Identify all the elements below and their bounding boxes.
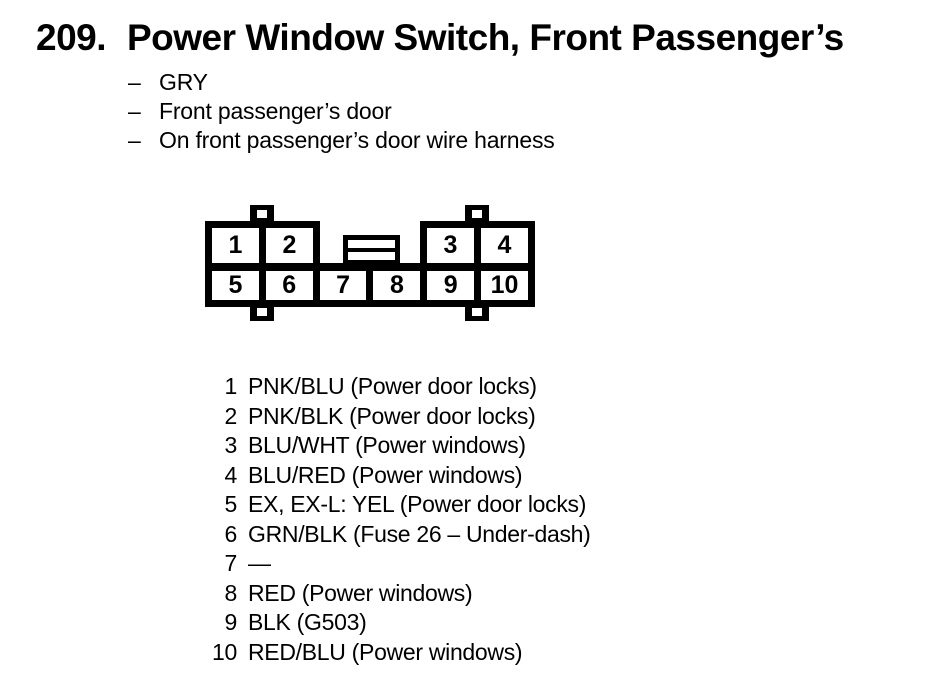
connector-pin-cell-7: 7 [320,271,374,300]
tab-hole [472,210,482,218]
section-number: 209. [36,17,107,58]
note-text: GRY [159,69,208,95]
pin-number: 6 [224,520,238,547]
pin-description: RED (Power windows) [248,579,473,606]
pin-number: 10 [212,638,237,665]
connector-block-top-left: 1 2 [205,221,320,263]
pin-row: 10 RED/BLU (Power windows) [200,638,591,668]
connector-block-top-right: 3 4 [420,221,535,263]
pin-number: 1 [224,373,238,399]
note-item: – Front passenger’s door [128,97,555,126]
tab-hole [257,210,267,218]
pin-description: PNK/BLU (Power door locks) [248,373,537,399]
pin-number: 8 [224,579,238,606]
pin-number: 5 [224,491,238,517]
note-item: – On front passenger’s door wire harness [128,126,555,155]
pin-row: 2 PNK/BLK (Power door locks) [200,402,591,432]
pin-description: GRN/BLK (Fuse 26 – Under-dash) [248,520,591,547]
pin-row: 3 BLU/WHT (Power windows) [200,431,591,461]
bullet-dash: – [128,98,141,124]
connector-latch [343,235,400,264]
pin-row: 1 PNK/BLU (Power door locks) [200,372,591,402]
pin-row: 7 — [200,549,591,579]
pin-list: 1 PNK/BLU (Power door locks) 2 PNK/BLK (… [200,372,591,667]
connector-pin-cell-2: 2 [282,231,297,259]
pin-description: EX, EX-L: YEL (Power door locks) [248,491,587,517]
pin-row: 9 BLK (G503) [200,608,591,638]
pin-description: PNK/BLK (Power door locks) [248,402,536,429]
connector-bottom-row: 5 6 7 8 9 10 [205,263,535,307]
connector-pin-cell-1: 1 [212,228,266,263]
pin-number: 7 [224,550,238,576]
pin-row: 5 EX, EX-L: YEL (Power door locks) [200,490,591,520]
tab-hole [472,308,482,316]
pin-number: 9 [224,609,238,635]
pin-row: 8 RED (Power windows) [200,579,591,609]
pin-description: BLU/WHT (Power windows) [248,432,526,458]
page-title: Power Window Switch, Front Passenger’s [127,17,844,58]
pin-row: 6 GRN/BLK (Fuse 26 – Under-dash) [200,520,591,550]
note-text: On front passenger’s door wire harness [159,127,555,153]
connector-notes: – GRY – Front passenger’s door – On fron… [128,68,555,155]
note-item: – GRY [128,68,555,97]
pin-description: RED/BLU (Power windows) [248,638,523,665]
bullet-dash: – [128,127,141,153]
note-text: Front passenger’s door [159,98,392,124]
pin-number: 4 [224,461,238,488]
connector-pin-cell-9: 9 [427,271,482,300]
pin-description: BLK (G503) [248,609,367,635]
pin-row: 4 BLU/RED (Power windows) [200,461,591,491]
section-header: 209. Power Window Switch, Front Passenge… [36,18,844,58]
pin-number: 2 [224,402,238,429]
connector-pin-cell-4: 4 [497,231,512,259]
connector-diagram: 1 2 3 4 5 6 7 8 9 10 [205,205,535,321]
connector-pin-cell-8: 8 [373,271,428,300]
pin-description: BLU/RED (Power windows) [248,461,523,488]
connector-pin-cell-5: 5 [212,271,266,300]
connector-pin-cell-6: 6 [266,271,320,300]
connector-pin-cell-10: 10 [490,271,519,299]
pin-description: — [248,550,271,576]
bullet-dash: – [128,69,141,95]
tab-hole [257,308,267,316]
latch-slot [348,252,395,260]
pin-number: 3 [224,432,238,458]
latch-slot [348,240,395,248]
connector-pin-cell-3: 3 [427,228,481,263]
